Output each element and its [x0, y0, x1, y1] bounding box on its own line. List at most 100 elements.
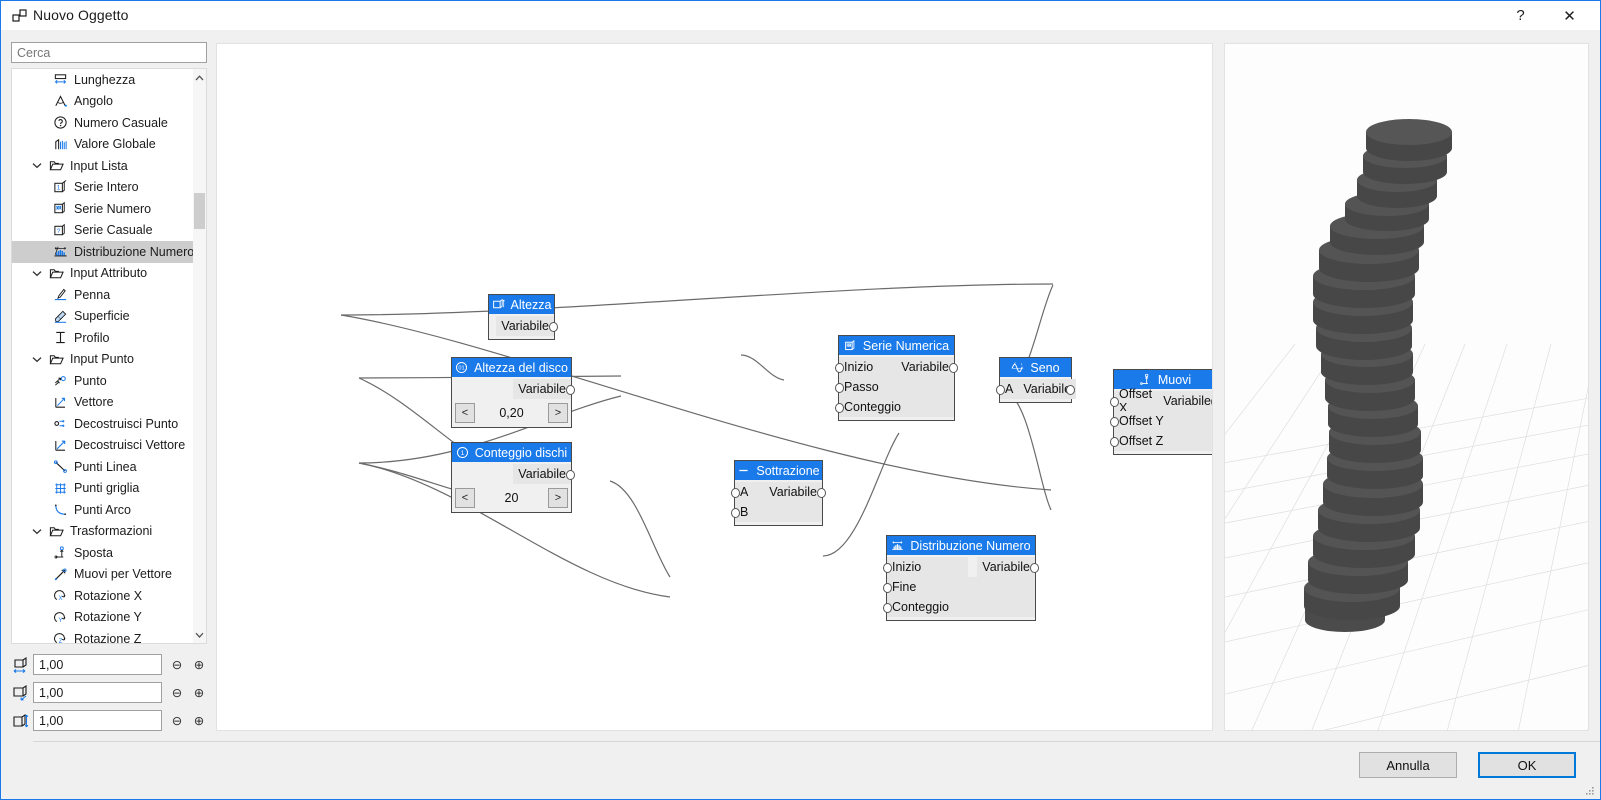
output-port-label[interactable]: Variabile [496, 316, 554, 336]
input-port-label[interactable]: Conteggio [887, 597, 1035, 617]
input-port-label[interactable]: Offset X [1114, 387, 1159, 415]
width-decrement-button[interactable]: ⊖ [171, 657, 183, 672]
input-port-label[interactable]: B [735, 502, 822, 522]
tree-item-sposta[interactable]: Sposta [12, 542, 194, 564]
input-port-label[interactable]: A [1000, 379, 1019, 399]
input-port-dot[interactable] [731, 488, 740, 498]
node-header[interactable]: Sottrazione [735, 461, 822, 480]
input-port-label[interactable]: Inizio [839, 357, 897, 377]
tree-item-input-attributo[interactable]: Input Attributo [12, 263, 194, 285]
tree-item-input-punto[interactable]: Input Punto [12, 349, 194, 371]
resize-grip[interactable] [1585, 785, 1595, 795]
tree-item-valore-globale[interactable]: Valore Globale [12, 134, 194, 156]
input-port-dot[interactable] [883, 563, 892, 573]
output-port-label[interactable]: Variabile [896, 357, 954, 377]
scroll-up-icon[interactable] [193, 70, 206, 85]
tree-item-lunghezza[interactable]: Lunghezza [12, 69, 194, 91]
tree-item-input-lista[interactable]: Input Lista [12, 155, 194, 177]
tree-item-muovi-per-vettore[interactable]: Muovi per Vettore [12, 564, 194, 586]
search-input[interactable] [11, 42, 207, 63]
output-port-label[interactable]: Variabile [977, 557, 1035, 577]
close-button[interactable]: ✕ [1563, 7, 1576, 25]
output-port-label[interactable]: Variabile [764, 482, 822, 502]
input-port-label[interactable]: Offset Y [1114, 411, 1212, 431]
tree-item-profilo[interactable]: Profilo [12, 327, 194, 349]
tree-item-superficie[interactable]: Superficie [12, 306, 194, 328]
stepper-value[interactable]: 0,20 [499, 405, 524, 420]
stepper-next-button[interactable]: > [548, 487, 568, 508]
node-header[interactable]: Altezza [489, 295, 554, 314]
tree-item-numero-casuale[interactable]: Numero Casuale [12, 112, 194, 134]
output-port-dot[interactable] [1211, 397, 1212, 407]
input-port-dot[interactable] [1110, 417, 1119, 427]
node-header[interactable]: Muovi [1114, 370, 1212, 389]
output-port-dot[interactable] [817, 488, 826, 498]
stepper-next-button[interactable]: > [548, 402, 568, 423]
stepper-prev-button[interactable]: < [455, 402, 475, 423]
stepper-value[interactable]: 20 [504, 490, 519, 505]
tree-scrollbar[interactable] [193, 69, 206, 643]
tree-item-decostruisci-vettore[interactable]: Decostruisci Vettore [12, 435, 194, 457]
width-increment-button[interactable]: ⊕ [193, 657, 205, 672]
tree-item-trasformazioni[interactable]: Trasformazioni [12, 521, 194, 543]
tree-item-decostruisci-punto[interactable]: Decostruisci Punto [12, 413, 194, 435]
3d-preview-viewport[interactable] [1224, 43, 1589, 731]
input-port-label[interactable]: Inizio [887, 557, 969, 577]
tree-item-angolo[interactable]: Angolo [12, 91, 194, 113]
input-port-dot[interactable] [835, 403, 844, 413]
height-decrement-button[interactable]: ⊖ [171, 713, 183, 728]
input-port-dot[interactable] [731, 508, 740, 518]
width-input[interactable] [33, 654, 162, 675]
depth-decrement-button[interactable]: ⊖ [171, 685, 183, 700]
input-port-dot[interactable] [883, 603, 892, 613]
stepper-prev-button[interactable]: < [455, 487, 475, 508]
input-port-label[interactable]: Conteggio [839, 397, 954, 417]
input-port-dot[interactable] [1110, 437, 1119, 447]
tree-scrollbar-thumb[interactable] [194, 193, 205, 229]
tree-item-punto[interactable]: Punto [12, 370, 194, 392]
node-header[interactable]: Distribuzione Numero [887, 536, 1035, 555]
chevron-down-icon[interactable] [28, 155, 46, 176]
input-port-label[interactable]: Offset Z [1114, 431, 1212, 451]
depth-increment-button[interactable]: ⊕ [193, 685, 205, 700]
chevron-down-icon[interactable] [28, 263, 46, 284]
height-input[interactable] [33, 710, 162, 731]
cancel-button[interactable]: Annulla [1359, 752, 1457, 778]
tree-item-punti-linea[interactable]: Punti Linea [12, 456, 194, 478]
tree-item-distribuzione-numero[interactable]: Distribuzione Numero [12, 241, 194, 263]
output-port-label[interactable]: Variabile [1018, 379, 1077, 399]
height-increment-button[interactable]: ⊕ [193, 713, 205, 728]
output-port-dot[interactable] [549, 322, 558, 332]
output-port-label[interactable]: Variabile [1158, 391, 1212, 411]
help-button[interactable]: ? [1516, 7, 1525, 24]
input-port-dot[interactable] [835, 363, 844, 373]
tree-item-punti-griglia[interactable]: Punti griglia [12, 478, 194, 500]
chevron-down-icon[interactable] [28, 521, 46, 542]
output-port-dot[interactable] [1066, 385, 1075, 395]
input-port-label[interactable]: Passo [839, 377, 954, 397]
depth-input[interactable] [33, 682, 162, 703]
input-port-dot[interactable] [835, 383, 844, 393]
tree-item-punti-arco[interactable]: Punti Arco [12, 499, 194, 521]
output-port-label[interactable]: Variabile [513, 464, 571, 484]
output-port-dot[interactable] [1030, 563, 1039, 573]
chevron-down-icon[interactable] [28, 349, 46, 370]
input-port-dot[interactable] [1110, 397, 1119, 407]
tree-item-serie-casuale[interactable]: ?Serie Casuale [12, 220, 194, 242]
